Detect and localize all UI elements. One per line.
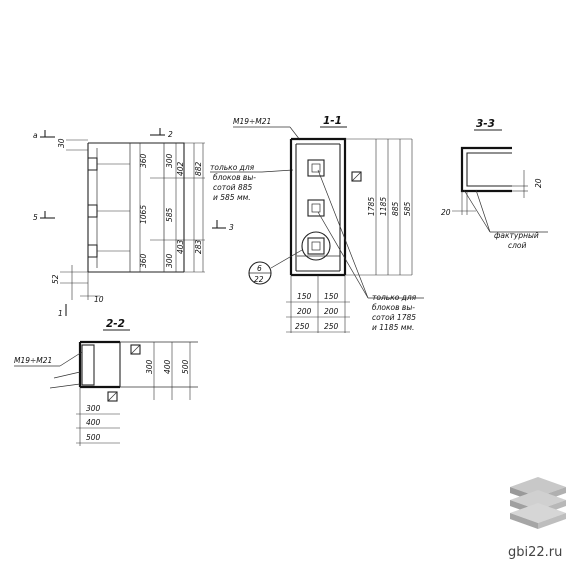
- dim-360-bottom: 360: [139, 253, 148, 268]
- note-blocks-885-585: только для блоков вы- сотой 885 и 585 мм…: [210, 163, 294, 202]
- dim-22-bottom-400: 400: [86, 418, 101, 427]
- facing-line-2: слой: [508, 241, 527, 250]
- watermark-text: gbi22.ru: [508, 545, 562, 560]
- dim-300-bottom: 300: [165, 253, 174, 268]
- note1-line-2: блоков вы-: [213, 173, 256, 182]
- callout-bottom: 22: [254, 275, 264, 284]
- note-blocks-1785-1185: только для блоков вы- сотой 1785 и 1185 …: [317, 169, 424, 332]
- dim-22-bottom-500: 500: [86, 433, 101, 442]
- dim-882: 882: [194, 161, 203, 176]
- dim-22-bottom-300: 300: [86, 404, 101, 413]
- dim-360-top: 360: [139, 153, 148, 168]
- dim-row1-left: 150: [297, 292, 312, 301]
- section-title-1-1: 1-1: [323, 115, 342, 127]
- dim-585: 585: [165, 207, 174, 222]
- dim-1185: 1185: [379, 197, 388, 216]
- dim-22-500: 500: [181, 359, 190, 374]
- dim-300-top: 300: [165, 153, 174, 168]
- dim-row2-right: 200: [324, 307, 339, 316]
- dim-33-bottom: 20: [441, 208, 451, 217]
- dim-1785: 1785: [367, 197, 376, 216]
- dim-row3-left: 250: [295, 322, 310, 331]
- dim-row2-left: 200: [297, 307, 312, 316]
- callout-top: 6: [257, 264, 262, 273]
- section-title-2-2: 2-2: [106, 318, 125, 330]
- dim-283: 283: [194, 239, 203, 254]
- facing-line-1: фактурный: [494, 231, 539, 240]
- section-2-2: 2-2 300 400 500 М19÷М21 300 400 500: [14, 318, 198, 446]
- dim-22-300: 300: [145, 359, 154, 374]
- dim-585: 585: [403, 201, 412, 216]
- dim-885: 885: [391, 201, 400, 216]
- section-title-3-3: 3-3: [476, 118, 495, 130]
- dim-22-400: 400: [163, 359, 172, 374]
- elevation-view: 360 1065 360 300 585 300 402 403 882 283…: [33, 128, 234, 318]
- cut-mark-2: 2: [168, 130, 173, 139]
- note2-line-1: только для: [372, 293, 417, 302]
- note1-line-3: сотой 885: [213, 183, 252, 192]
- mark-m19-m21-section: М19÷М21: [14, 356, 52, 365]
- note2-line-2: блоков вы-: [372, 303, 415, 312]
- section-3-3: 3-3 20 20 фактурный слой: [441, 118, 548, 250]
- cut-mark-1: 1: [58, 309, 63, 318]
- dim-1065: 1065: [139, 205, 148, 224]
- dim-52: 52: [51, 274, 60, 284]
- note1-line-1: только для: [210, 163, 255, 172]
- dim-30: 30: [57, 138, 66, 148]
- dim-402: 402: [176, 161, 185, 176]
- note2-line-4: и 1185 мм.: [372, 323, 414, 332]
- dim-33-side: 20: [534, 178, 543, 188]
- cut-mark-a: a: [33, 131, 38, 140]
- dim-row3-right: 250: [324, 322, 339, 331]
- dim-row1-right: 150: [324, 292, 339, 301]
- note2-line-3: сотой 1785: [372, 313, 416, 322]
- dim-10: 10: [94, 295, 104, 304]
- dim-403: 403: [176, 239, 185, 254]
- gbi22-logo: [510, 477, 566, 529]
- note1-line-4: и 585 мм.: [213, 193, 251, 202]
- mark-m19-m21-top: М19÷М21: [233, 117, 271, 126]
- cut-mark-b: 5: [33, 213, 38, 222]
- cut-mark-3: 3: [229, 223, 234, 232]
